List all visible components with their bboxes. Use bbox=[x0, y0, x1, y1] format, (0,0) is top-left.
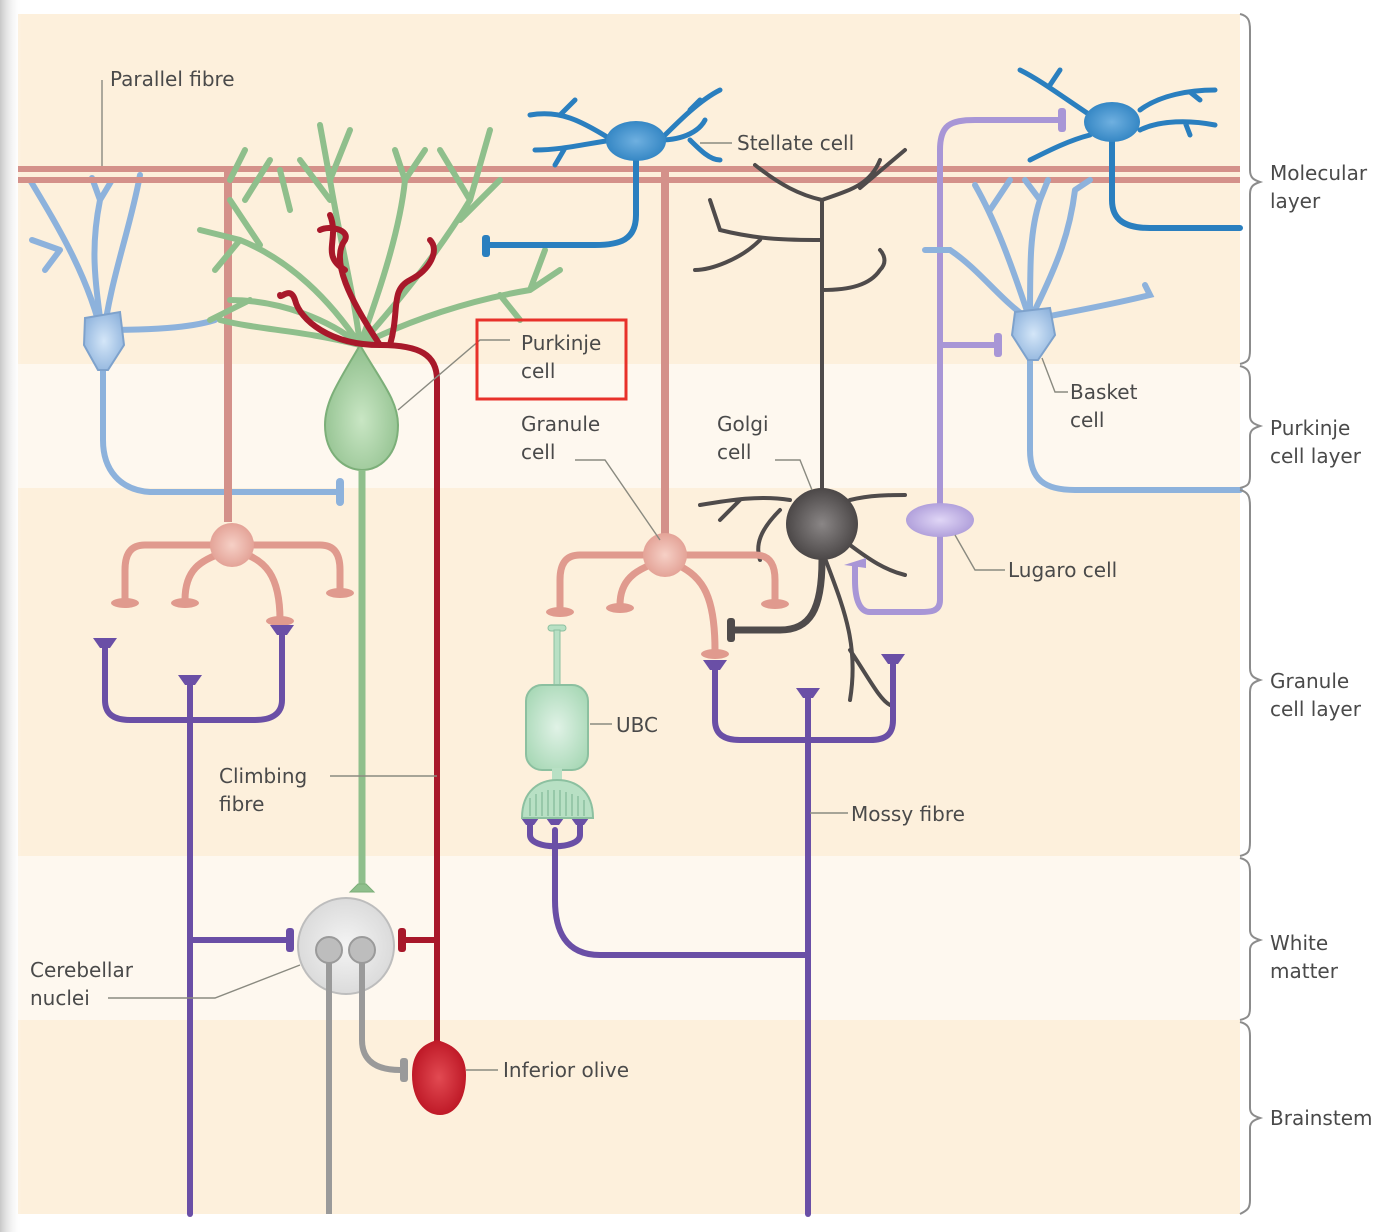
label-basket-cell-line1: Basket bbox=[1070, 380, 1138, 404]
lugaro-cell-soma bbox=[906, 503, 974, 537]
climbing-fibre-terminal bbox=[398, 928, 406, 952]
granule-cell-soma-center bbox=[643, 533, 687, 577]
layer-label-purkinje-1: Purkinje bbox=[1270, 416, 1350, 440]
layer-label-white-matter-2: matter bbox=[1270, 959, 1339, 983]
golgi-cell-soma bbox=[786, 488, 858, 560]
stellate-cell-soma-right bbox=[1084, 102, 1140, 142]
mossy-fibre-right bbox=[527, 657, 896, 1217]
left-shadow bbox=[0, 0, 22, 1232]
cerebellar-nuclei bbox=[297, 897, 395, 995]
brace-granule bbox=[1239, 489, 1264, 857]
label-granule-cell-line1: Granule bbox=[521, 412, 600, 436]
lugaro-cell bbox=[852, 117, 1063, 615]
label-leaders bbox=[108, 142, 1068, 1071]
granule-cell-soma-left bbox=[210, 523, 254, 567]
nuclei-neurons bbox=[315, 936, 408, 1214]
label-stellate-cell: Stellate cell bbox=[737, 131, 854, 155]
mossy-right-terminals bbox=[521, 654, 905, 825]
layer-label-white-matter-1: White bbox=[1270, 931, 1328, 955]
label-cerebellar-nuclei-line2: nuclei bbox=[30, 986, 90, 1010]
golgi-terminal bbox=[727, 618, 735, 642]
basket-cell-soma-left bbox=[82, 310, 126, 371]
label-granule-cell-line2: cell bbox=[521, 440, 555, 464]
layer-bands bbox=[0, 0, 1240, 1232]
layer-label-molecular-1: Molecular bbox=[1270, 161, 1368, 185]
band-brainstem bbox=[18, 1020, 1240, 1214]
stellate-cell-right bbox=[1017, 67, 1243, 231]
labels: Parallel fibre Stellate cell Purkinje ce… bbox=[30, 67, 1138, 1082]
label-ubc: UBC bbox=[616, 713, 658, 737]
highlight-box-purkinje bbox=[475, 318, 628, 401]
label-climbing-fibre-line2: fibre bbox=[219, 792, 264, 816]
parallel-fibre bbox=[18, 166, 1240, 542]
stellate-cell-center bbox=[487, 87, 723, 248]
brace-purkinje bbox=[1239, 365, 1264, 489]
label-cerebellar-nuclei-line1: Cerebellar bbox=[30, 958, 134, 982]
label-lugaro-cell: Lugaro cell bbox=[1008, 558, 1117, 582]
layer-braces bbox=[1239, 13, 1264, 1215]
brace-molecular bbox=[1239, 13, 1264, 365]
stellate-terminal bbox=[482, 235, 490, 257]
label-golgi-cell-line2: cell bbox=[717, 440, 751, 464]
layer-label-granule-1: Granule bbox=[1270, 669, 1349, 693]
lugaro-terminal-stellate bbox=[1058, 108, 1066, 132]
band-purkinje bbox=[18, 364, 1240, 488]
granule-left-terminals bbox=[111, 588, 354, 626]
layer-label-brainstem: Brainstem bbox=[1270, 1106, 1372, 1130]
label-inferior-olive: Inferior olive bbox=[503, 1058, 629, 1082]
label-basket-cell-line2: cell bbox=[1070, 408, 1104, 432]
layer-label-molecular-2: layer bbox=[1270, 189, 1321, 213]
label-climbing-fibre-line1: Climbing bbox=[219, 764, 307, 788]
label-purkinje-cell-line1: Purkinje bbox=[521, 331, 601, 355]
label-purkinje-cell-line2: cell bbox=[521, 359, 555, 383]
ubc-soma bbox=[525, 684, 589, 771]
label-golgi-cell-line1: Golgi bbox=[717, 412, 769, 436]
brace-white-matter bbox=[1239, 857, 1264, 1021]
layer-label-granule-2: cell layer bbox=[1270, 697, 1362, 721]
climbing-fibre bbox=[277, 212, 440, 1048]
layer-label-purkinje-2: cell layer bbox=[1270, 444, 1362, 468]
mossy-fibre-left bbox=[102, 627, 291, 1217]
basket-cell-soma-right bbox=[1010, 306, 1057, 361]
label-mossy-fibre: Mossy fibre bbox=[851, 802, 965, 826]
layer-labels: Molecular layer Purkinje cell layer Gran… bbox=[1270, 161, 1372, 1130]
ubc-brush bbox=[520, 778, 595, 819]
granule-center-terminals bbox=[546, 599, 789, 659]
lugaro-terminal-golgi bbox=[844, 558, 866, 568]
nuclei-terminal-olive bbox=[400, 1058, 408, 1082]
lugaro-terminal-basket bbox=[994, 333, 1002, 357]
purkinje-terminal bbox=[348, 883, 376, 893]
mossy-left-terminals bbox=[93, 625, 294, 952]
stellate-cell-soma-center bbox=[606, 121, 666, 161]
ubc-cell bbox=[520, 624, 595, 819]
brace-brainstem bbox=[1239, 1021, 1264, 1215]
golgi-cell bbox=[693, 148, 907, 707]
inferior-olive bbox=[412, 1040, 466, 1115]
label-parallel-fibre: Parallel fibre bbox=[110, 67, 235, 91]
